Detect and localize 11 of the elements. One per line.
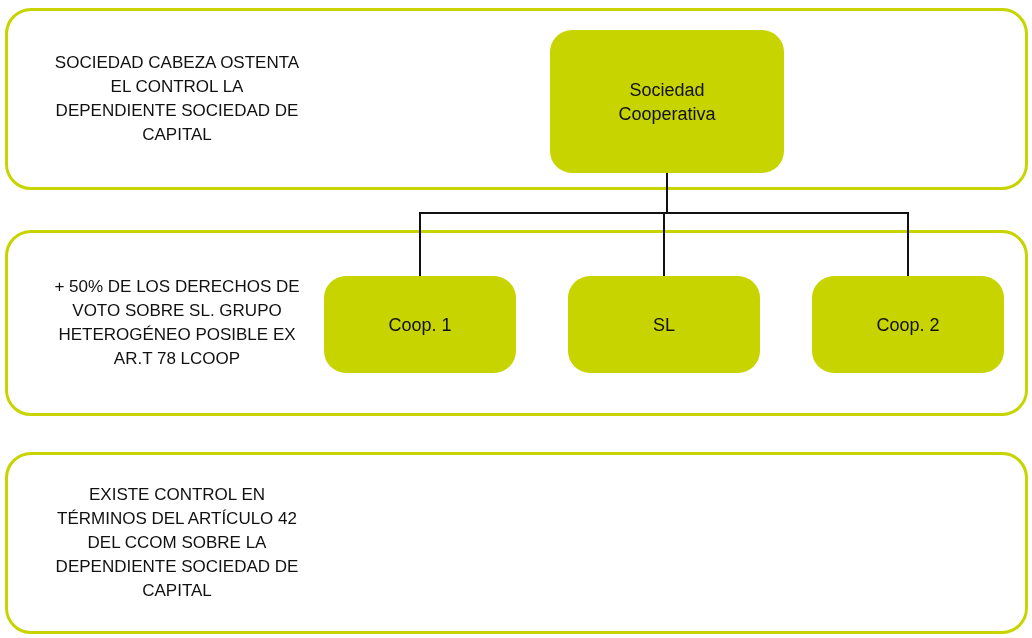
group-band [5, 230, 1028, 416]
band-text: EXISTE CONTROL EN TÉRMINOS DEL ARTÍCULO 42 DEL CCOM SOBRE LA DEPENDIENTE SOCIEDAD DE CAPITAL [54, 484, 300, 602]
company-box: SL [568, 276, 760, 373]
company-box: Coop. 2 [812, 276, 1004, 373]
company-box: Sociedad Cooperativa [550, 30, 784, 173]
connector-line [666, 172, 909, 277]
group-band [5, 8, 1028, 190]
band-text: SOCIEDAD CABEZA OSTENTA EL CONTROL LA DEPENDIENTE SOCIEDAD DE CAPITAL [53, 52, 301, 146]
company-box: Coop. 1 [324, 276, 516, 373]
group-band [5, 452, 1028, 634]
band-text: + 50% DE LOS DERECHOS DE VOTO SOBRE SL. GRUPO HETEROGÉNEO POSIBLE EX AR.T 78 LCOOP [53, 276, 301, 370]
